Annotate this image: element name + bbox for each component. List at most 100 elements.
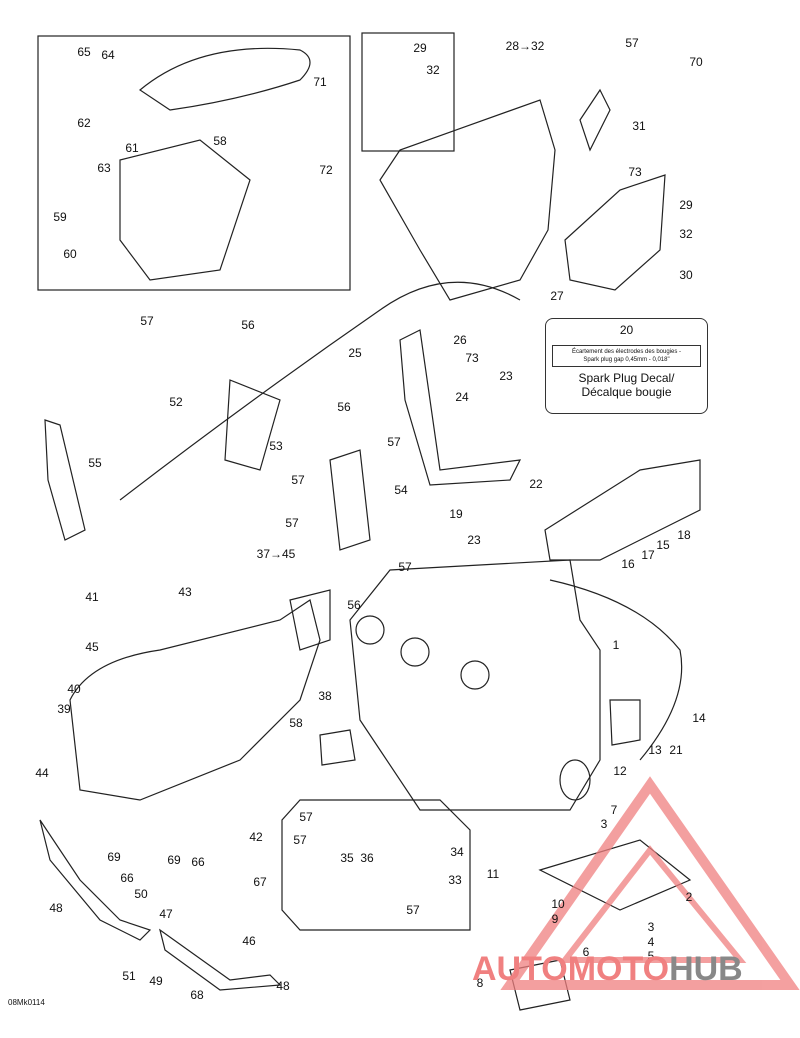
callout-label: 48 <box>276 979 290 993</box>
callout-label: 25 <box>348 346 362 360</box>
callout-label: 56 <box>347 598 361 612</box>
callout-label: 11 <box>486 867 500 881</box>
decal-text-line2: Spark plug gap 0,45mm - 0,018" <box>583 357 670 363</box>
callout-label: 14 <box>692 711 706 725</box>
callout-label: 39 <box>57 702 71 716</box>
callout-label: 59 <box>53 210 67 224</box>
air-silencer <box>379 99 556 301</box>
callout-label: 72 <box>319 163 333 177</box>
callout-label: 46 <box>242 934 256 948</box>
callout-label: 66 <box>191 855 205 869</box>
carb-port-1 <box>355 615 385 645</box>
bracket-55 <box>44 419 86 541</box>
decal-graphic: Écartement des électrodes des bougies - … <box>552 345 701 367</box>
callout-label: 2 <box>685 890 693 904</box>
callout-label: 28→32 <box>505 39 545 53</box>
callout-label: 29 <box>413 41 427 55</box>
inset-box-clip <box>361 32 455 152</box>
callout-label: 23 <box>499 369 513 383</box>
callout-label: 60 <box>63 247 77 261</box>
engine-block <box>349 559 601 811</box>
decal-caption-en: Spark Plug Decal/ <box>578 371 675 385</box>
callout-label: 6 <box>582 945 590 959</box>
callout-label: 73 <box>628 165 642 179</box>
callout-label: 30 <box>679 268 693 282</box>
pipe-54 <box>329 449 371 551</box>
callout-label: 57 <box>387 435 401 449</box>
callout-label: 64 <box>101 48 115 62</box>
callout-label: 9 <box>551 912 559 926</box>
bracket-24 <box>399 329 522 486</box>
callout-label: 71 <box>313 75 327 89</box>
callout-label: 38 <box>318 689 332 703</box>
watermark-triangle <box>500 776 800 990</box>
callout-label: 63 <box>97 161 111 175</box>
callout-label: 3 <box>600 817 608 831</box>
callout-label: 67 <box>253 875 267 889</box>
muffler-outlet <box>289 589 331 651</box>
callout-label: 13 <box>648 743 662 757</box>
callout-label: 49 <box>149 974 163 988</box>
muffler <box>69 599 321 801</box>
diagram-code: 08Mk0114 <box>8 998 45 1007</box>
callout-label: 69 <box>107 850 121 864</box>
sleeve-58 <box>319 729 356 766</box>
watermark-text-b: HUB <box>669 950 743 988</box>
pipe-52-53 <box>224 379 281 471</box>
callout-label: 57 <box>285 516 299 530</box>
callout-label: 34 <box>450 845 464 859</box>
decal-caption-fr: Décalque bougie <box>581 385 672 399</box>
plate-8 <box>509 959 571 1011</box>
watermark-text-a: AUTOMOTO <box>472 950 670 988</box>
callout-label: 57 <box>293 833 307 847</box>
callout-label: 56 <box>337 400 351 414</box>
callout-label: 58 <box>213 134 227 148</box>
callout-label: 48 <box>49 901 63 915</box>
callout-label: 10 <box>551 897 565 911</box>
callout-label: 40 <box>67 682 81 696</box>
callout-label: 16 <box>621 557 635 571</box>
callout-label: 50 <box>134 887 148 901</box>
guide-curve-1 <box>119 281 521 501</box>
airbox-lid <box>119 139 251 281</box>
callout-label: 3 <box>647 920 655 934</box>
callout-label: 29 <box>679 198 693 212</box>
callout-label: 68 <box>190 988 204 1002</box>
callout-label: 24 <box>455 390 469 404</box>
callout-label: 21 <box>669 743 683 757</box>
mount-rail <box>544 459 701 561</box>
callout-label: 7 <box>610 803 618 817</box>
callout-label: 65 <box>77 45 91 59</box>
callout-label: 33 <box>448 873 462 887</box>
callout-label: 58 <box>289 716 303 730</box>
callout-label: 22 <box>529 477 543 491</box>
plate-12 <box>609 699 641 746</box>
callout-label: 47 <box>159 907 173 921</box>
callout-label: 32 <box>679 227 693 241</box>
callout-label: 31 <box>632 119 646 133</box>
spark-plug-decal-box: 20 Écartement des électrodes des bougies… <box>545 318 708 414</box>
callout-label: 43 <box>178 585 192 599</box>
callout-label: 62 <box>77 116 91 130</box>
callout-label: 54 <box>394 483 408 497</box>
watermark-logo: AUTOMOTOHUB <box>472 950 743 989</box>
clip-31 <box>579 88 611 152</box>
callout-label: 4 <box>647 935 655 949</box>
callout-label: 55 <box>88 456 102 470</box>
callout-label: 45 <box>85 640 99 654</box>
callout-label: 8 <box>476 976 484 990</box>
callout-label: 1 <box>612 638 620 652</box>
bracket-48-left <box>39 819 152 941</box>
decal-number: 20 <box>619 323 634 337</box>
callout-label: 36 <box>360 851 374 865</box>
callout-label: 57 <box>398 560 412 574</box>
callout-label: 57 <box>299 810 313 824</box>
carb-port-2 <box>400 637 430 667</box>
callout-label: 57 <box>291 473 305 487</box>
callout-label: 57 <box>625 36 639 50</box>
callout-label: 27 <box>550 289 564 303</box>
callout-label: 73 <box>465 351 479 365</box>
hood-outline <box>138 47 311 111</box>
callout-label: 37→45 <box>256 547 296 561</box>
